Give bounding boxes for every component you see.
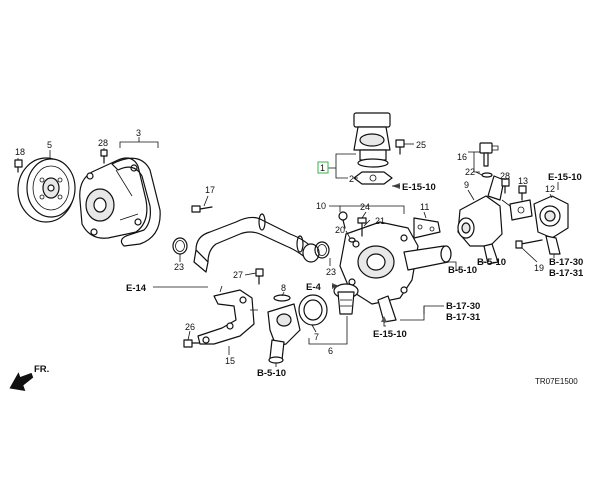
part-number-5[interactable]: 5 bbox=[47, 140, 52, 150]
part-number-23-center[interactable]: 23 bbox=[326, 267, 336, 277]
thermostat[interactable] bbox=[333, 283, 359, 315]
thermostat-housing[interactable] bbox=[339, 221, 452, 323]
bracket-bolt[interactable] bbox=[255, 268, 264, 285]
diagram-code: TR07E1500 bbox=[535, 377, 578, 386]
front-arrow-icon bbox=[9, 372, 34, 392]
part-number-17[interactable]: 17 bbox=[205, 185, 215, 195]
connector-gasket[interactable] bbox=[509, 199, 533, 221]
part-number-15[interactable]: 15 bbox=[225, 356, 235, 366]
sensor-small[interactable] bbox=[338, 211, 348, 229]
part-number-23-left[interactable]: 23 bbox=[174, 262, 184, 272]
part-number-12[interactable]: 12 bbox=[545, 184, 555, 194]
front-direction-marker: FR. bbox=[9, 364, 49, 392]
ref-b-17-30-center[interactable]: B-17-30 bbox=[446, 301, 480, 312]
part-number-3[interactable]: 3 bbox=[136, 128, 141, 138]
part-number-2[interactable]: 2 bbox=[349, 174, 354, 184]
part-number-labels: 18 5 28 3 17 23 27 26 15 8 7 6 10 24 21 … bbox=[15, 128, 555, 366]
bracket-lower-bolt[interactable] bbox=[183, 339, 200, 348]
bracket[interactable] bbox=[197, 285, 258, 345]
connector-bolt[interactable] bbox=[518, 185, 527, 201]
pulley-bolt[interactable] bbox=[14, 159, 23, 173]
ref-b-5-10-center[interactable]: B-5-10 bbox=[448, 265, 477, 276]
ref-e-14[interactable]: E-14 bbox=[126, 283, 147, 294]
part-number-11[interactable]: 11 bbox=[420, 202, 429, 212]
water-passage[interactable] bbox=[457, 175, 505, 265]
part-number-10[interactable]: 10 bbox=[316, 201, 326, 211]
part-number-16[interactable]: 16 bbox=[457, 152, 467, 162]
upper-pipe-bolt[interactable] bbox=[191, 205, 213, 213]
part-number-1[interactable]: 1 bbox=[320, 163, 325, 173]
egr-valve-bolt[interactable] bbox=[395, 139, 405, 155]
leader-lines bbox=[17, 137, 559, 367]
reference-labels: E-15-10 E-15-10 E-15-10 E-14 E-4 B-5-10 … bbox=[126, 172, 584, 379]
ref-e-4[interactable]: E-4 bbox=[306, 282, 322, 293]
water-pump-bolt[interactable] bbox=[100, 149, 108, 164]
water-pump-pulley[interactable] bbox=[17, 157, 76, 223]
temperature-sensor[interactable] bbox=[479, 142, 499, 167]
part-number-25[interactable]: 25 bbox=[416, 140, 426, 150]
water-outlet[interactable] bbox=[267, 303, 301, 364]
part-number-28-right[interactable]: 28 bbox=[500, 171, 510, 181]
part-number-20[interactable]: 20 bbox=[335, 225, 345, 235]
egr-valve[interactable] bbox=[353, 112, 391, 168]
ref-b-17-31-center[interactable]: B-17-31 bbox=[446, 312, 481, 323]
ref-e-15-10-right[interactable]: E-15-10 bbox=[548, 172, 582, 183]
ref-e-15-10-bottom[interactable]: E-15-10 bbox=[373, 329, 407, 340]
part-number-27[interactable]: 27 bbox=[233, 270, 243, 280]
o-ring-center[interactable] bbox=[314, 241, 330, 259]
ref-b-5-10-bottom[interactable]: B-5-10 bbox=[257, 368, 286, 379]
part-number-21[interactable]: 21 bbox=[375, 216, 385, 226]
connector-stud-bolt[interactable] bbox=[515, 239, 543, 249]
hose-clamp-upper[interactable] bbox=[258, 213, 304, 253]
thermostat-housing-gasket[interactable] bbox=[413, 217, 441, 239]
ref-b-17-30-right[interactable]: B-17-30 bbox=[549, 257, 583, 268]
part-number-1-highlight bbox=[317, 161, 329, 174]
washer-20[interactable] bbox=[348, 237, 356, 243]
part-number-22[interactable]: 22 bbox=[465, 167, 475, 177]
part-number-18[interactable]: 18 bbox=[15, 147, 25, 157]
part-number-7[interactable]: 7 bbox=[314, 332, 319, 342]
front-marker-label: FR. bbox=[34, 364, 49, 375]
sensor-o-ring[interactable] bbox=[481, 172, 493, 178]
part-number-8[interactable]: 8 bbox=[281, 283, 286, 293]
part-number-19[interactable]: 19 bbox=[534, 263, 544, 273]
o-ring-left[interactable] bbox=[172, 237, 188, 255]
ref-b-17-31-right[interactable]: B-17-31 bbox=[549, 268, 584, 279]
part-number-13[interactable]: 13 bbox=[518, 176, 528, 186]
ref-e-15-10-top[interactable]: E-15-10 bbox=[402, 182, 436, 193]
ref-b-5-10-right[interactable]: B-5-10 bbox=[477, 257, 506, 268]
part-number-24[interactable]: 24 bbox=[360, 202, 370, 212]
bypass-hose[interactable] bbox=[193, 216, 320, 273]
water-outlet-seal[interactable] bbox=[273, 294, 291, 302]
part-number-9[interactable]: 9 bbox=[464, 180, 469, 190]
part-number-6[interactable]: 6 bbox=[328, 346, 333, 356]
water-pump[interactable] bbox=[79, 157, 148, 239]
part-number-26[interactable]: 26 bbox=[185, 322, 195, 332]
egr-gasket[interactable] bbox=[353, 171, 393, 185]
water-connector[interactable] bbox=[533, 195, 569, 255]
water-pump-gasket[interactable] bbox=[111, 157, 161, 247]
thermostat-seal[interactable] bbox=[298, 294, 328, 326]
water-passage-bolt[interactable] bbox=[501, 178, 510, 194]
part-number-28-left[interactable]: 28 bbox=[98, 138, 108, 148]
